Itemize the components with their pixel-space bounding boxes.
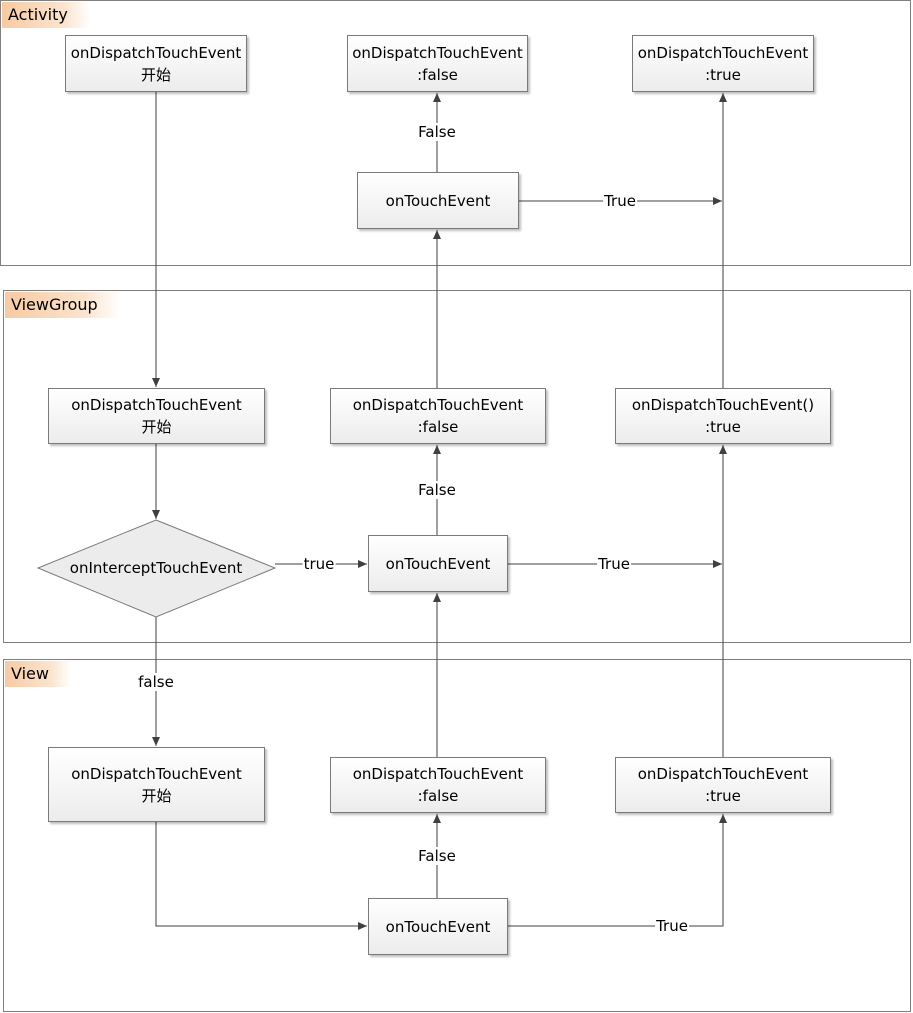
- vg-intercept-node: onInterceptTouchEvent: [69, 559, 243, 577]
- act-touch-node: onTouchEvent: [357, 172, 519, 229]
- edge-label-v-false: False: [417, 847, 457, 865]
- vg-dispatch-true-node: onDispatchTouchEvent() :true: [615, 388, 831, 444]
- vg-dispatch-false-node: onDispatchTouchEvent :false: [330, 388, 546, 444]
- act-dispatch-start-node: onDispatchTouchEvent 开始: [65, 35, 247, 92]
- vg-dispatch-start-node: onDispatchTouchEvent 开始: [48, 388, 265, 444]
- edge-label-act-true: True: [603, 192, 637, 210]
- lane-label-viewgroup: ViewGroup: [5, 292, 120, 318]
- edge-label-vg-true: True: [597, 555, 631, 573]
- edge-label-intercept-false: false: [137, 673, 175, 691]
- lane-label-view: View: [5, 661, 71, 687]
- edge-v-touch-to-true: [508, 814, 727, 927]
- act-dispatch-false-node: onDispatchTouchEvent :false: [347, 35, 528, 92]
- v-dispatch-false-node: onDispatchTouchEvent :false: [330, 757, 546, 813]
- act-dispatch-true-node: onDispatchTouchEvent :true: [632, 35, 814, 92]
- intercept-diamond-shape: [36, 519, 277, 618]
- edge-v-start-to-touch: [155, 822, 367, 930]
- v-touch-node: onTouchEvent: [368, 898, 508, 955]
- edge-label-v-true: True: [655, 917, 689, 935]
- lane-label-activity: Activity: [2, 2, 90, 28]
- edge-label-vg-false: False: [417, 481, 457, 499]
- v-dispatch-start-node: onDispatchTouchEvent 开始: [48, 747, 265, 822]
- v-dispatch-true-node: onDispatchTouchEvent :true: [615, 757, 831, 813]
- edge-label-act-false: False: [417, 123, 457, 141]
- edge-label-intercept-true: true: [302, 555, 336, 573]
- vg-touch-node: onTouchEvent: [368, 535, 508, 592]
